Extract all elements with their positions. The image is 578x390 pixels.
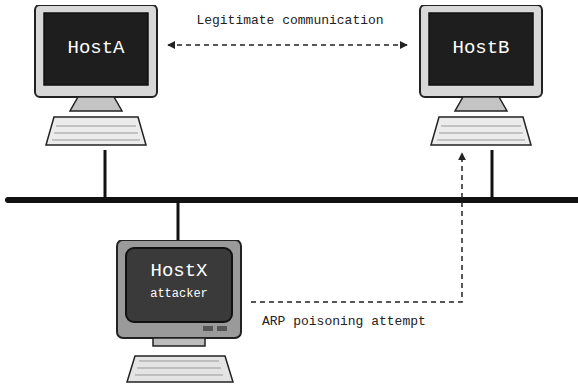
monitor-button: [203, 326, 213, 331]
computer-node: HostX attacker: [113, 240, 248, 388]
host-name: HostB: [452, 37, 509, 59]
monitor-housing: [420, 5, 542, 97]
computer-drawing: [30, 5, 165, 150]
keyboard-row: [135, 375, 223, 376]
host-wire: [491, 150, 494, 200]
host-wire: [177, 200, 180, 240]
computer-node: HostB: [415, 5, 550, 150]
host-wire: [104, 150, 107, 200]
monitor-screen: [429, 13, 533, 85]
keyboard-row: [54, 133, 138, 134]
monitor-stand: [153, 338, 205, 346]
monitor-screen: [44, 13, 148, 85]
computer-drawing: [415, 5, 550, 150]
monitor-stand: [70, 97, 122, 111]
computer-illustration: [117, 240, 241, 382]
computer-node: HostA: [30, 5, 165, 150]
keyboard-row: [441, 126, 521, 127]
host-role: attacker: [150, 287, 208, 301]
monitor-housing: [117, 240, 241, 338]
keyboard-row: [437, 140, 525, 141]
monitor-housing: [35, 5, 157, 97]
keyboard: [431, 117, 531, 145]
keyboard-row: [52, 140, 140, 141]
keyboard-row: [139, 361, 219, 362]
host-name: HostX: [150, 260, 207, 282]
connector-label: ARP poisoning attempt: [260, 314, 428, 329]
computer-illustration: [420, 5, 542, 145]
dashed-connector: [168, 44, 407, 46]
connector-label: Legitimate communication: [194, 13, 385, 28]
keyboard: [127, 356, 233, 382]
dashed-connector: [251, 153, 462, 302]
monitor-stand: [455, 97, 507, 111]
keyboard: [46, 117, 146, 145]
keyboard-row: [137, 368, 221, 369]
monitor-button: [217, 326, 227, 331]
monitor-screen: [126, 248, 232, 322]
host-name: HostA: [67, 37, 124, 59]
keyboard-row: [439, 133, 523, 134]
computer-illustration: [35, 5, 157, 145]
keyboard-row: [56, 126, 136, 127]
